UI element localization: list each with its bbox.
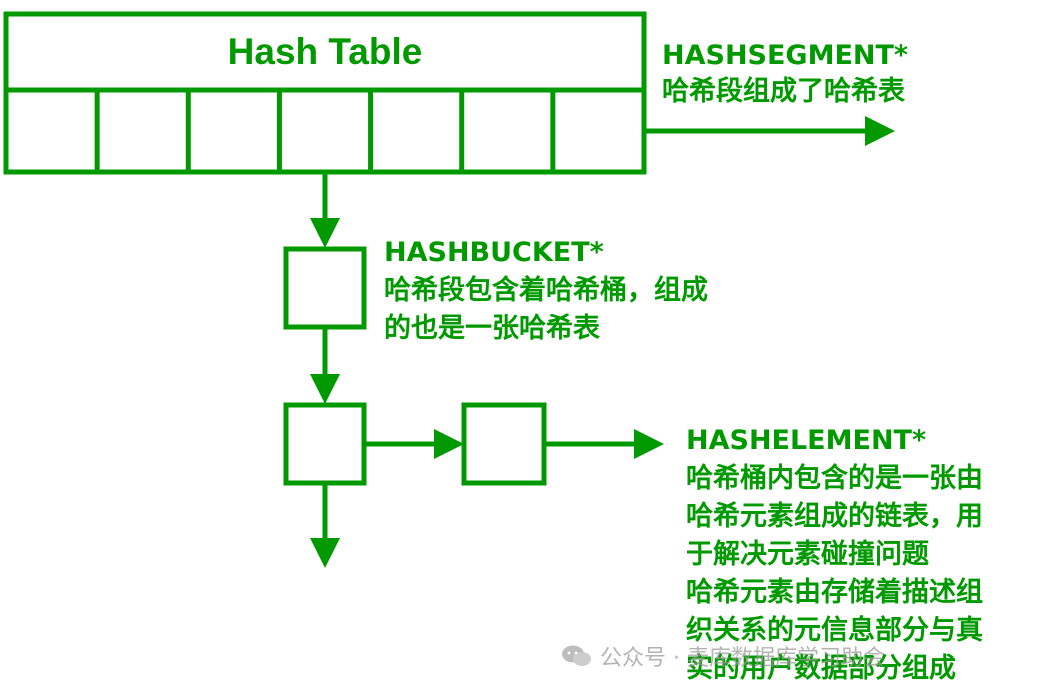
hash-element-description-line: 于解决元素碰撞问题 [686, 539, 929, 570]
hash-element-box [461, 402, 547, 486]
hash-table-slot [462, 90, 553, 172]
bucket-to-element-arrow-head [434, 429, 464, 459]
hash-element-description-line: 哈希元素由存储着描述组 [686, 577, 983, 608]
hash-segment-label: HASHSEGMENT* 哈希段组成了哈希表 [662, 38, 908, 110]
element-next-arrow-head [634, 429, 664, 459]
hash-bucket-description-line: 的也是一张哈希表 [384, 313, 600, 344]
bucket-to-bucket-arrow-head [310, 374, 340, 404]
hash-table-slot [6, 90, 97, 172]
hash-element-name: HASHELEMENT* [686, 425, 927, 456]
hash-segment-name: HASHSEGMENT* [662, 40, 909, 71]
hash-element-description-line: 哈希元素组成的链表，用 [686, 501, 983, 532]
hash-table-slot [97, 90, 188, 172]
table-to-bucket-arrow-head [310, 218, 340, 248]
hash-table-slot [279, 90, 370, 172]
hash-element-description-line: 实的用户数据部分组成 [686, 653, 956, 684]
hash-element-description-line: 哈希桶内包含的是一张由 [686, 463, 983, 494]
hash-segment-description: 哈希段组成了哈希表 [662, 76, 905, 107]
hash-table-slot [553, 90, 644, 172]
hash-table-title: Hash Table [227, 31, 423, 72]
hash-table-slot [371, 90, 462, 172]
hash-bucket-box-2 [283, 402, 367, 486]
segment-arrow-head [865, 116, 895, 146]
watermark: 公众号 · 麦库数据库学习助会 [560, 640, 885, 672]
wechat-icon [562, 645, 591, 666]
hash-bucket-box [283, 246, 367, 330]
hash-bucket-name: HASHBUCKET* [384, 237, 604, 268]
bucket-down-arrow-head [310, 538, 340, 568]
hash-element-label: HASHELEMENT* 哈希桶内包含的是一张由 哈希元素组成的链表，用 于解决… [686, 422, 983, 688]
hash-bucket-description-line: 哈希段包含着哈希桶，组成 [384, 275, 708, 306]
hash-element-description-line: 织关系的元信息部分与真 [686, 615, 983, 646]
hash-bucket-label: HASHBUCKET* 哈希段包含着哈希桶，组成 的也是一张哈希表 [384, 234, 708, 348]
watermark-text: 公众号 · 麦库数据库学习助会 [600, 646, 885, 671]
hash-table-slot [188, 90, 279, 172]
